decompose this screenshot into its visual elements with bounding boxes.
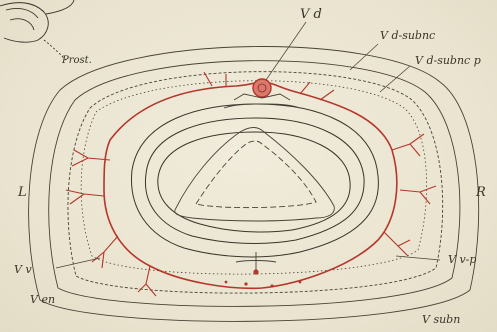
label-prost: Prost. [62, 55, 92, 66]
inner-ring-2 [144, 117, 365, 244]
outer-ring-1 [28, 46, 480, 322]
inner-ring-3 [157, 131, 351, 233]
corner-fragment [0, 0, 75, 61]
label-vd-subnc: V d-subnc [380, 29, 436, 42]
ventral-connector [235, 252, 277, 270]
outer-ring-3 [67, 71, 444, 294]
vessel-loop [103, 81, 398, 290]
vessel-branches [65, 71, 437, 297]
outer-ring-2 [48, 60, 461, 307]
vessel-node-top [252, 78, 272, 98]
dorsal-notch [223, 93, 301, 109]
central-lumen [174, 127, 335, 222]
label-vv: V v [14, 263, 32, 276]
leader-lines [55, 21, 441, 269]
label-vd: V d [300, 7, 322, 22]
vessel-node-bottom [224, 269, 302, 288]
label-v-subn: V subn [422, 313, 461, 326]
label-vv-p: V v-p [448, 253, 477, 266]
label-l: L [18, 185, 27, 200]
label-vd-subnc-p: V d-subnc p [415, 54, 481, 67]
label-ven: V en [30, 293, 56, 306]
outer-wall [80, 80, 427, 275]
label-r: R [476, 185, 486, 200]
inner-ring-1 [130, 103, 379, 258]
